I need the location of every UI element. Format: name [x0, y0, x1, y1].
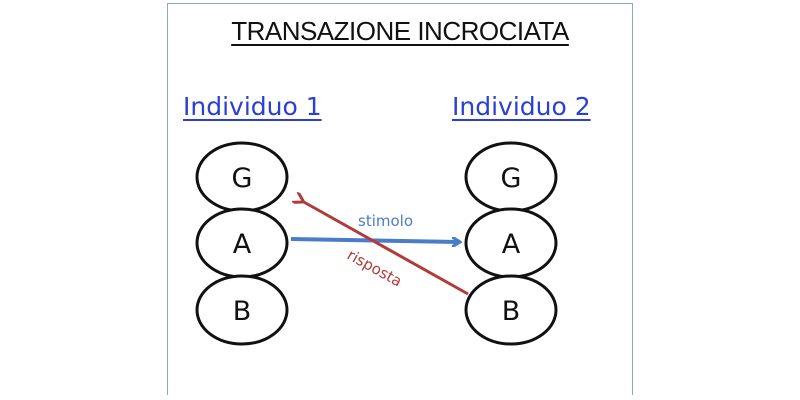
individual-2-state-b [464, 274, 558, 346]
diagram-title: TRANSAZIONE INCROCIATA [231, 16, 569, 46]
individual-2-states: G A B [464, 141, 558, 346]
individual-2-state-g-label: G [501, 163, 522, 194]
individual-1-state-g-label: G [232, 163, 253, 194]
response-arrow [302, 201, 469, 296]
individual-1-state-b [195, 274, 289, 346]
individual-2-state-b-label: B [502, 296, 521, 327]
individual-1-state-b-label: B [233, 296, 252, 327]
individual-1-states: G A B [195, 141, 289, 346]
individual-2-state-a-label: A [502, 229, 521, 260]
transaction-diagram: G A B G A B stimolo risposta [195, 141, 558, 346]
diagram-frame: TRANSAZIONE INCROCIATA Individuo 1 Indiv… [167, 3, 633, 395]
stimulus-label: stimolo [358, 212, 413, 230]
individual-1-label: Individuo 1 [183, 92, 322, 121]
individual-2-label: Individuo 2 [452, 92, 591, 121]
individual-1-state-a-label: A [233, 229, 252, 260]
